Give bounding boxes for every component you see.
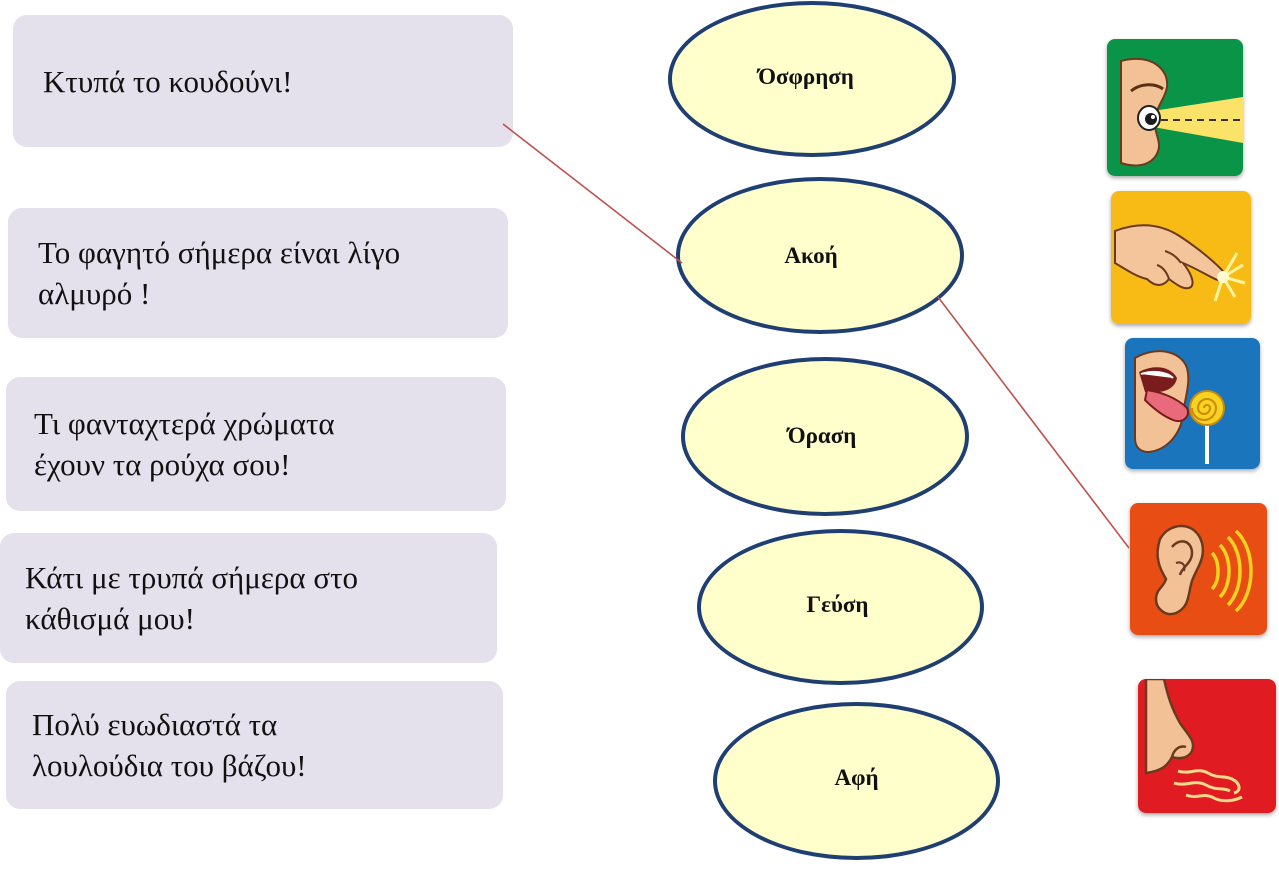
nose-smell-icon-graphic [1138, 679, 1276, 813]
tongue-lollipop-icon[interactable] [1125, 338, 1260, 469]
sense-ellipse-hearing[interactable]: Ακοή [676, 177, 964, 334]
finger-touch-icon-graphic [1111, 191, 1251, 324]
sense-label: Γεύση [806, 592, 869, 617]
sentence-line: Πολύ ευωδιαστά τα [32, 707, 278, 742]
sense-label: Αφή [834, 765, 879, 790]
ear-sound-icon[interactable] [1130, 503, 1267, 635]
sense-ellipse-sight[interactable]: Όραση [681, 357, 969, 516]
sense-label: Όσφρηση [758, 64, 854, 89]
sentence-line: λουλούδια του βάζου! [32, 748, 307, 783]
nose-smell-icon[interactable] [1138, 679, 1276, 813]
sentence-text: Πολύ ευωδιαστά τα λουλούδια του βάζου! [32, 704, 307, 786]
sentence-card-salty-food[interactable]: Το φαγητό σήμερα είναι λίγο αλμυρό ! [8, 208, 508, 338]
sentence-text: Τι φανταχτερά χρώματα έχουν τα ρούχα σου… [34, 403, 335, 485]
sentence-text: Κτυπά το κουδούνι! [43, 61, 292, 102]
finger-touch-icon[interactable] [1111, 191, 1251, 324]
sentence-text: Κάτι με τρυπά σήμερα στο κάθισμά μου! [25, 557, 358, 639]
sentence-card-seat-pokes[interactable]: Κάτι με τρυπά σήμερα στο κάθισμά μου! [0, 533, 497, 663]
sense-ellipse-taste[interactable]: Γεύση [697, 529, 984, 685]
eye-icon-graphic [1107, 39, 1243, 176]
sense-label: Ακοή [784, 242, 838, 268]
sentence-card-fragrant-flowers[interactable]: Πολύ ευωδιαστά τα λουλούδια του βάζου! [6, 681, 503, 809]
sentence-line: αλμυρό ! [38, 276, 151, 311]
sentence-line: Κτυπά το κουδούνι! [43, 63, 293, 99]
sentence-line: Κάτι με τρυπά σήμερα στο [25, 560, 359, 595]
sentence-line: Τι φανταχτερά χρώματα [34, 406, 335, 441]
eye-icon[interactable] [1107, 39, 1243, 176]
sentence-card-bell[interactable]: Κτυπά το κουδούνι! [13, 15, 513, 147]
sense-label: Όραση [787, 422, 857, 448]
sentence-card-colorful-clothes[interactable]: Τι φανταχτερά χρώματα έχουν τα ρούχα σου… [6, 377, 506, 511]
tongue-lollipop-icon-graphic [1125, 338, 1260, 469]
sense-ellipse-smell[interactable]: Όσφρηση [668, 1, 956, 157]
sentence-line: Το φαγητό σήμερα είναι λίγο [38, 235, 401, 270]
sentence-text: Το φαγητό σήμερα είναι λίγο αλμυρό ! [38, 232, 400, 314]
sentence-line: κάθισμά μου! [25, 601, 195, 636]
connector-line-bell-to-hearing[interactable] [502, 123, 683, 264]
sentence-line: έχουν τα ρούχα σου! [34, 447, 291, 482]
ear-sound-icon-graphic [1130, 503, 1267, 635]
sense-ellipse-touch[interactable]: Αφή [713, 702, 1000, 860]
